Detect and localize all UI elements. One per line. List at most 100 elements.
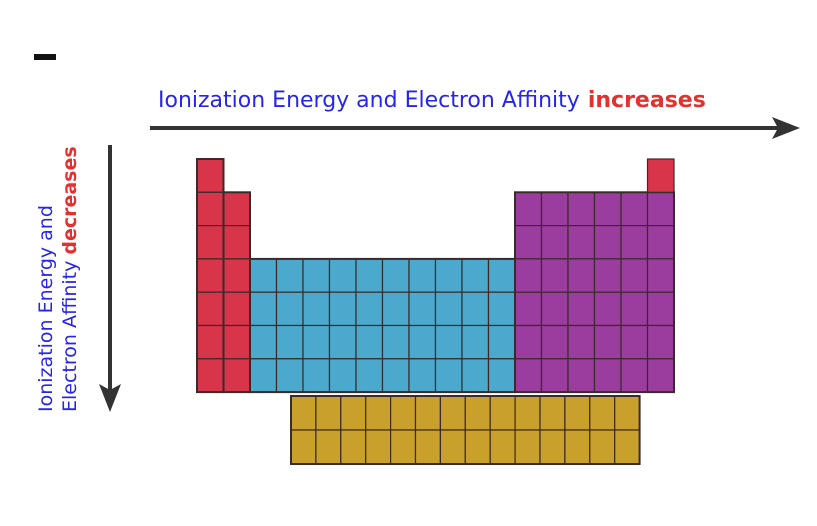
f-block-cell — [290, 395, 317, 431]
p-block-cell — [620, 291, 649, 327]
f-block-outline — [290, 395, 641, 465]
vertical-trend-label-line2: Electron Affinitydecreases — [59, 146, 81, 412]
periodic-table — [196, 158, 675, 465]
f-block-cell — [390, 395, 417, 431]
p-block-cell — [514, 291, 543, 327]
p-block-cell — [567, 324, 596, 360]
helium-cell — [646, 158, 675, 193]
p-block-cell — [540, 258, 569, 293]
p-block-cell — [540, 358, 569, 393]
d-block-cell — [275, 324, 304, 360]
d-block-cell — [328, 358, 357, 393]
f-block-cell — [514, 395, 541, 431]
vertical-trend-label-line1: Ionization Energy and — [35, 205, 57, 412]
d-block-cell — [434, 258, 463, 293]
s-block-cell — [196, 258, 225, 293]
d-block-cell — [408, 258, 437, 293]
f-block-cell — [414, 429, 441, 465]
f-block-cell — [539, 429, 566, 465]
p-block-cell — [567, 225, 596, 260]
d-block-cell — [302, 324, 331, 360]
d-block-cell — [434, 358, 463, 393]
d-block-cell — [355, 291, 384, 327]
f-block-cell — [365, 395, 392, 431]
f-block-cell — [489, 395, 516, 431]
s-block-cell — [222, 225, 251, 260]
f-block-cell — [514, 429, 541, 465]
dash-mark — [34, 54, 56, 60]
f-block-cell — [589, 395, 616, 431]
s-block-cell — [196, 291, 225, 327]
f-block-cell — [589, 429, 616, 465]
f-block-cell — [414, 395, 441, 431]
s-block-cell — [196, 324, 225, 360]
d-block-cell — [275, 358, 304, 393]
p-block-cell — [514, 258, 543, 293]
f-block-cell — [439, 395, 466, 431]
vertical-arrow — [99, 145, 121, 412]
d-block-cell — [381, 258, 410, 293]
f-block-cell — [365, 429, 392, 465]
d-block-cell — [381, 358, 410, 393]
f-block-cell — [539, 395, 566, 431]
p-block-cell — [646, 225, 675, 260]
d-block-cell — [461, 291, 490, 327]
p-block-cell — [567, 291, 596, 327]
d-block-cell — [249, 324, 278, 360]
f-block-cell — [315, 395, 342, 431]
d-block-cell — [408, 291, 437, 327]
d-block-cell — [302, 258, 331, 293]
p-block-cell — [620, 358, 649, 393]
p-block-cell — [514, 191, 543, 227]
d-block-cell — [434, 291, 463, 327]
s-block-cell — [222, 191, 251, 227]
f-block-cell — [340, 429, 367, 465]
d-block-cell — [355, 258, 384, 293]
d-block-cell — [434, 324, 463, 360]
p-block-cell — [593, 191, 622, 227]
f-block-cell — [614, 395, 641, 431]
p-block-outline — [514, 191, 675, 394]
p-block-cell — [620, 225, 649, 260]
f-block-cell — [464, 395, 491, 431]
p-block-cell — [540, 291, 569, 327]
p-block-cell — [646, 191, 675, 227]
p-block-cell — [646, 291, 675, 327]
f-block-cell — [340, 395, 367, 431]
horizontal-arrow — [150, 117, 800, 139]
d-block-cell — [408, 358, 437, 393]
f-block-cell — [315, 429, 342, 465]
f-block-cell — [290, 429, 317, 465]
d-block-cell — [302, 358, 331, 393]
f-block-cell — [390, 429, 417, 465]
s-block-cell — [196, 225, 225, 260]
d-block-cell — [355, 358, 384, 393]
d-block-cell — [487, 358, 516, 393]
d-block-cell — [249, 258, 278, 293]
p-block-cell — [620, 191, 649, 227]
f-block-cell — [439, 429, 466, 465]
d-block-cell — [328, 291, 357, 327]
p-block-cell — [646, 358, 675, 393]
p-block-cell — [593, 324, 622, 360]
s-block-cell — [222, 358, 251, 393]
f-block-cell — [464, 429, 491, 465]
p-block-cell — [620, 258, 649, 293]
s-block-cell — [196, 191, 225, 227]
d-block-cell — [249, 358, 278, 393]
s-block-cell — [222, 291, 251, 327]
f-block-cell — [564, 429, 591, 465]
p-block-cell — [593, 258, 622, 293]
p-block-cell — [593, 358, 622, 393]
p-block-cell — [540, 225, 569, 260]
p-block-cell — [567, 191, 596, 227]
p-block-cell — [567, 258, 596, 293]
d-block-cell — [461, 324, 490, 360]
horizontal-label-main: Ionization Energy and Electron Affinity — [158, 88, 580, 113]
d-block-cell — [487, 258, 516, 293]
d-block-cell — [302, 291, 331, 327]
p-block-cell — [540, 324, 569, 360]
d-block-cell — [249, 291, 278, 327]
d-block-cell — [381, 324, 410, 360]
